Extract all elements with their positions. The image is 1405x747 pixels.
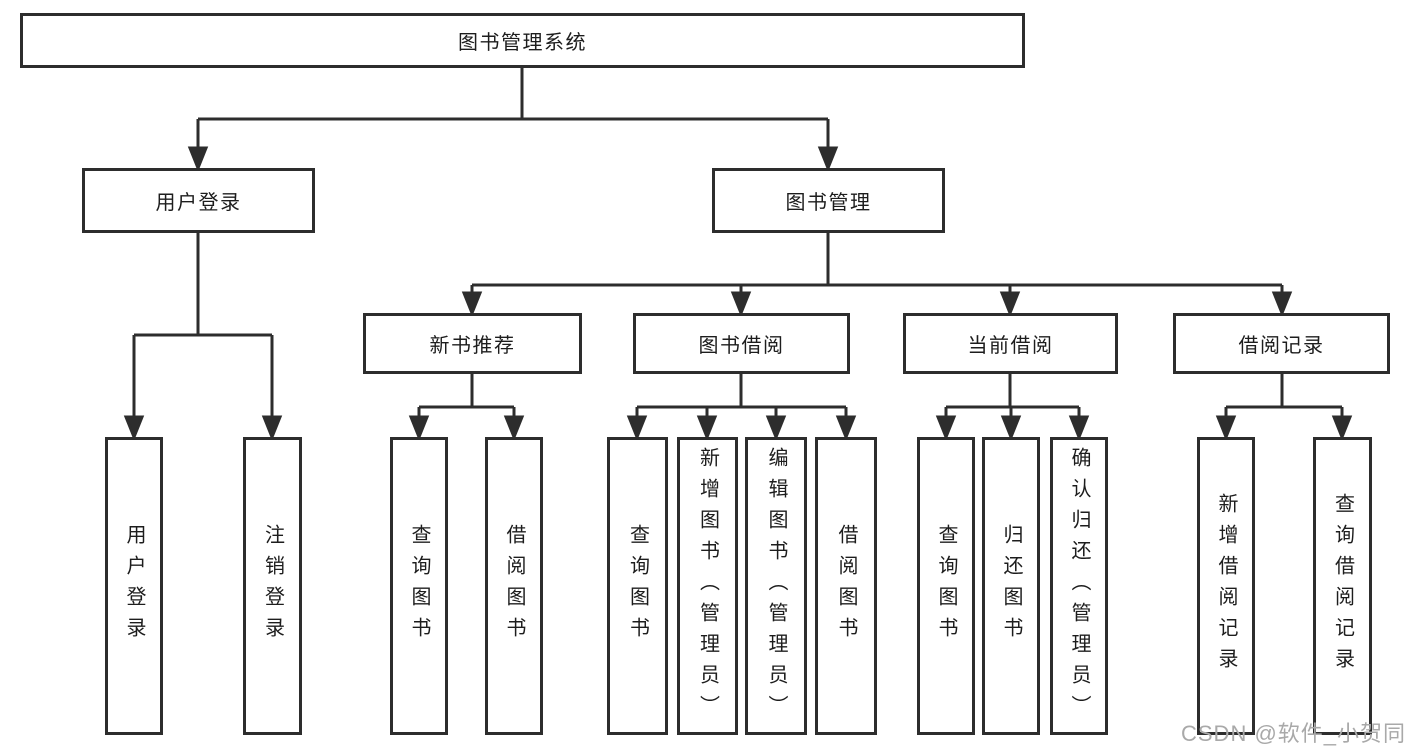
node-user-login: 用户登录 [82, 168, 315, 233]
arrowhead-icon [696, 415, 718, 442]
leaf-return-books: 归还图书 [982, 437, 1040, 735]
leaf-edit-books-admin: 编辑图书（管理员） [745, 437, 807, 735]
arrowhead-icon [187, 146, 209, 173]
connector-new-book-branch [408, 374, 525, 442]
node-borrowing-records: 借阅记录 [1173, 313, 1390, 374]
csdn-watermark: CSDN @软件_小贺同学 [1181, 721, 1405, 746]
arrowhead-icon [626, 415, 648, 442]
leaf-user-login: 用户登录 [105, 437, 163, 735]
leaf-logout: 注销登录 [243, 437, 302, 735]
connector-book-mgmt-branch [461, 233, 1293, 318]
arrowhead-icon [1331, 415, 1353, 442]
arrowhead-icon [817, 146, 839, 173]
arrowhead-icon [730, 291, 752, 318]
connector-root-to-level2 [187, 68, 839, 173]
leaf-query-borrow-record: 查询借阅记录 [1313, 437, 1372, 735]
node-book-management: 图书管理 [712, 168, 945, 233]
arrowhead-icon [1068, 415, 1090, 442]
node-root-library-system: 图书管理系统 [20, 13, 1025, 68]
arrowhead-icon [261, 415, 283, 442]
node-new-book-recommend: 新书推荐 [363, 313, 582, 374]
leaf-add-books-admin: 新增图书（管理员） [677, 437, 738, 735]
leaf-query-books-borrow: 查询图书 [607, 437, 668, 735]
arrowhead-icon [1271, 291, 1293, 318]
arrowhead-icon [765, 415, 787, 442]
arrowhead-icon [935, 415, 957, 442]
leaf-confirm-return-admin: 确认归还（管理员） [1050, 437, 1108, 735]
arrowhead-icon [461, 291, 483, 318]
leaf-add-borrow-record: 新增借阅记录 [1197, 437, 1255, 735]
arrowhead-icon [999, 291, 1021, 318]
arrowhead-icon [1000, 415, 1022, 442]
leaf-borrow-books-recommend: 借阅图书 [485, 437, 543, 735]
arrowhead-icon [123, 415, 145, 442]
node-book-borrowing: 图书借阅 [633, 313, 850, 374]
arrowhead-icon [408, 415, 430, 442]
connector-borrow-records-branch [1215, 374, 1353, 442]
node-current-borrowing: 当前借阅 [903, 313, 1118, 374]
arrowhead-icon [1215, 415, 1237, 442]
arrowhead-icon [503, 415, 525, 442]
connector-user-login-branch [123, 233, 283, 442]
leaf-query-books-recommend: 查询图书 [390, 437, 448, 735]
leaf-borrow-books: 借阅图书 [815, 437, 877, 735]
connector-current-borrow-branch [935, 374, 1090, 442]
connector-book-borrow-branch [626, 374, 857, 442]
leaf-query-books-current: 查询图书 [917, 437, 975, 735]
arrowhead-icon [835, 415, 857, 442]
